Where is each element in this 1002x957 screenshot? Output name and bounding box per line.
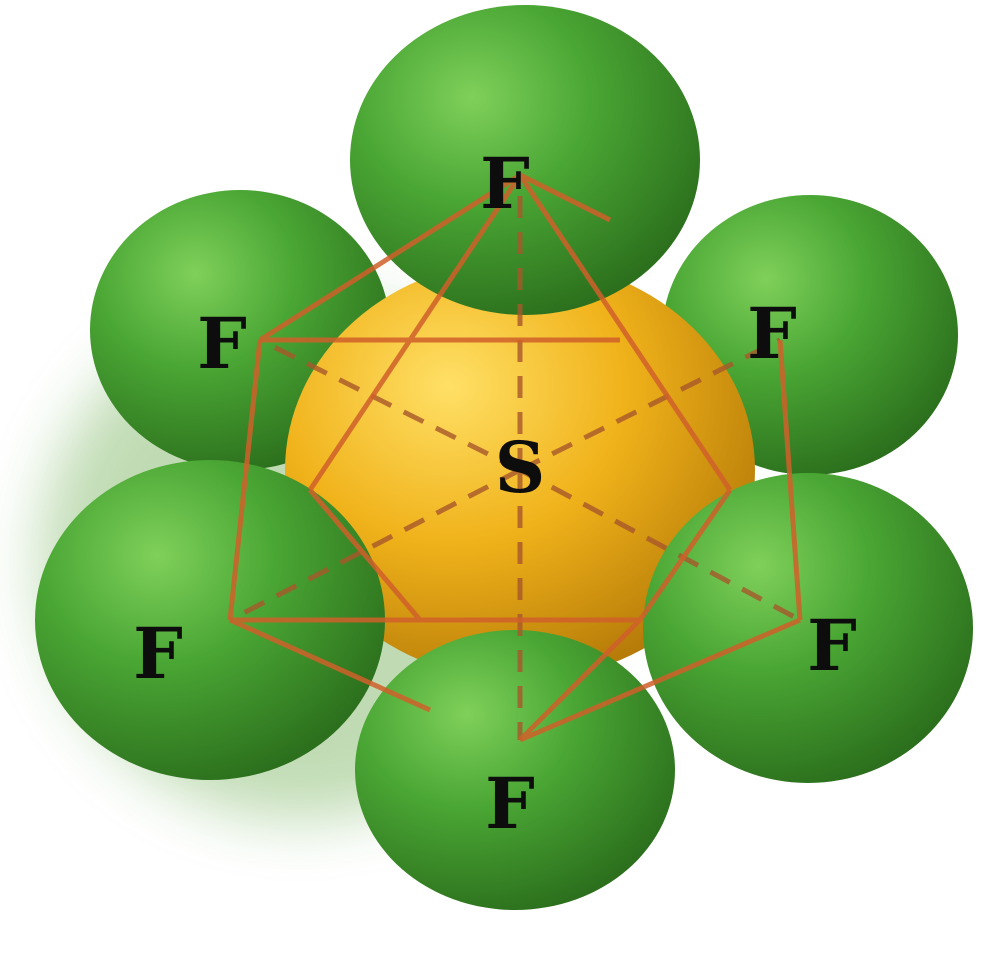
atom-label-f-top: F bbox=[480, 142, 530, 225]
atom-label-f-lower-right: F bbox=[807, 604, 857, 687]
atom-label-f-upper-right: F bbox=[747, 292, 797, 375]
atom-label-f-bottom: F bbox=[485, 762, 535, 845]
atom-label-s: S bbox=[495, 426, 546, 509]
atom-label-f-upper-left: F bbox=[197, 302, 247, 385]
atom-label-f-lower-left: F bbox=[133, 612, 183, 695]
